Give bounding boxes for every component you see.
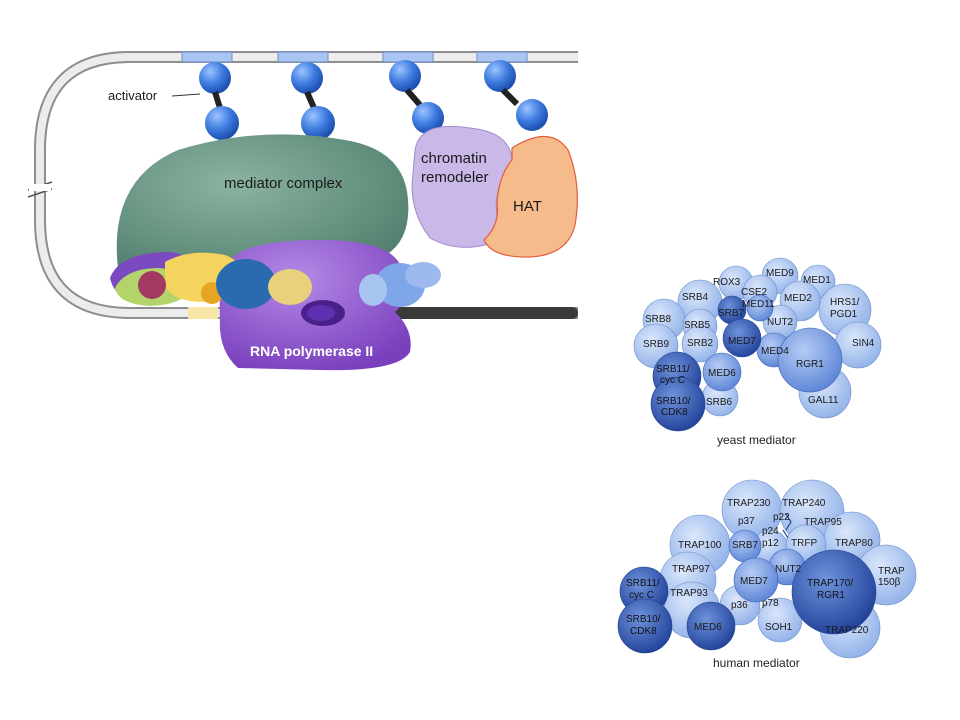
yeast-subunit: PGD1 xyxy=(830,309,858,320)
activator-1 xyxy=(199,62,239,140)
hat-label: HAT xyxy=(513,198,542,215)
yeast-subunit: MED6 xyxy=(708,368,736,379)
transcription-diagram: activator mediator complex chromatin rem… xyxy=(27,51,578,371)
yeast-subunit: SRB5 xyxy=(684,320,711,331)
yeast-mediator-diagram: ROX3 MED9 MED1 CSE2 SRB4 MED11 MED2 HRS1… xyxy=(633,257,882,447)
human-subunit: MED6 xyxy=(694,622,722,633)
human-subunit: TRAP xyxy=(878,566,905,577)
human-binding-marks xyxy=(782,513,792,539)
yeast-subunit: SRB10/ xyxy=(656,396,691,407)
human-subunit: SRB7 xyxy=(732,540,759,551)
yeast-subunit-labels: ROX3 MED9 MED1 CSE2 SRB4 MED11 MED2 HRS1… xyxy=(643,268,875,418)
human-subunit: cyc C xyxy=(629,590,654,601)
human-subunit: p12 xyxy=(762,538,779,549)
yeast-subunit: cyc C xyxy=(660,375,685,386)
human-subunit: TRAP80 xyxy=(835,538,873,549)
yeast-subunit: SRB8 xyxy=(645,314,672,325)
human-subunit: p22 xyxy=(773,512,790,523)
yeast-subunit: HRS1/ xyxy=(830,297,860,308)
human-subunit: TRAP100 xyxy=(678,540,722,551)
human-subunit: TRFP xyxy=(791,538,817,549)
activator-2 xyxy=(291,62,335,140)
human-subunit: p36 xyxy=(731,600,748,611)
activator-label: activator xyxy=(108,88,158,103)
human-subunit: TRAP97 xyxy=(672,564,710,575)
yeast-subunit: SRB4 xyxy=(682,292,709,303)
chromatin-label-1: chromatin xyxy=(421,150,487,167)
human-subunit: TRAP220 xyxy=(825,625,869,636)
yeast-subunit: MED4 xyxy=(761,346,789,357)
human-mediator-diagram: TRAP230 TRAP240 p37 p22 p24 TRAP95 TRAP1… xyxy=(617,479,917,670)
yeast-subunit: CSE2 xyxy=(741,287,768,298)
human-subunit: p24 xyxy=(762,526,779,537)
yeast-subunit: GAL11 xyxy=(808,395,839,406)
activators xyxy=(199,60,548,140)
human-subunit: p37 xyxy=(738,516,755,527)
human-subunit-labels: TRAP230 TRAP240 p37 p22 p24 TRAP95 TRAP1… xyxy=(626,498,905,637)
mediator-label: mediator complex xyxy=(224,175,343,192)
chromatin-label-2: remodeler xyxy=(421,169,489,186)
yeast-subunit: SRB7 xyxy=(718,308,745,319)
yeast-caption: yeast mediator xyxy=(717,433,796,447)
human-subunit: TRAP95 xyxy=(804,517,842,528)
yeast-subunit: MED7 xyxy=(728,336,756,347)
activator-leader-line xyxy=(171,93,201,97)
tata-element xyxy=(188,307,218,319)
human-subunit: SRB10/ xyxy=(626,614,661,625)
human-subunit: SRB11/ xyxy=(626,578,660,589)
yeast-subunit: MED9 xyxy=(766,268,794,279)
human-subunit: TRAP93 xyxy=(670,588,708,599)
human-subunit: MED7 xyxy=(740,576,768,587)
yeast-subunit: CDK8 xyxy=(661,407,688,418)
polymerase-label: RNA polymerase II xyxy=(250,343,373,359)
human-subunit: NUT2 xyxy=(775,564,802,575)
human-subunit: CDK8 xyxy=(630,626,657,637)
human-subunit: RGR1 xyxy=(817,590,845,601)
yeast-subunit: MED2 xyxy=(784,293,812,304)
human-caption: human mediator xyxy=(713,656,800,670)
human-subunit: TRAP230 xyxy=(727,498,771,509)
human-subunit: 150β xyxy=(878,577,901,588)
hat xyxy=(483,135,578,258)
yeast-subunit: SRB9 xyxy=(643,339,670,350)
chromatin-remodeler xyxy=(411,125,513,248)
yeast-subunit: MED1 xyxy=(803,275,831,286)
activator-3 xyxy=(389,60,444,134)
general-transcription-factors xyxy=(110,252,441,326)
yeast-subunit: SRB2 xyxy=(687,338,714,349)
yeast-subunit: MED11 xyxy=(742,299,775,310)
human-subunit: TRAP240 xyxy=(782,498,826,509)
yeast-subunit: RGR1 xyxy=(796,359,824,370)
yeast-subunit: NUT2 xyxy=(767,317,794,328)
yeast-subunit: SRB6 xyxy=(706,397,733,408)
human-subunit: TRAP170/ xyxy=(807,578,853,589)
activator-4 xyxy=(484,60,548,131)
human-subunit: SOH1 xyxy=(765,622,793,633)
yeast-subunit: SRB11/ xyxy=(656,364,690,375)
human-subunit: p78 xyxy=(762,598,779,609)
yeast-subunit: SIN4 xyxy=(852,338,875,349)
yeast-subunit: ROX3 xyxy=(713,277,741,288)
